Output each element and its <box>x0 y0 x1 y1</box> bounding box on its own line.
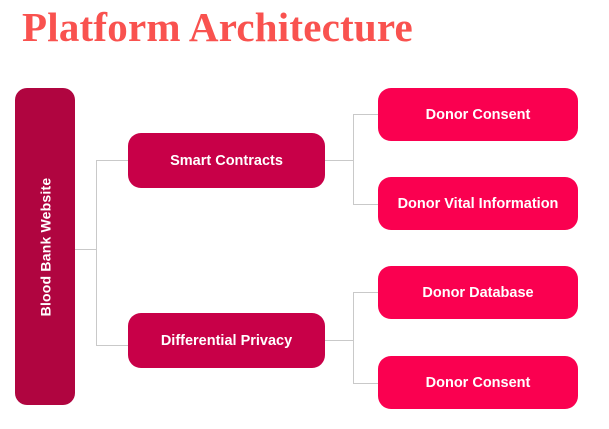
node-donor-vital-information[interactable]: Donor Vital Information <box>378 177 578 230</box>
node-donor-consent-smart-contracts-label: Donor Consent <box>425 106 531 123</box>
connector-root-spine <box>96 160 97 346</box>
connector-root-stem <box>75 249 97 250</box>
connector-smart-contracts-to-donor-vital-information <box>353 204 379 205</box>
node-smart-contracts[interactable]: Smart Contracts <box>128 133 325 188</box>
node-donor-database[interactable]: Donor Database <box>378 266 578 319</box>
connector-differential-privacy-to-donor-consent <box>353 383 379 384</box>
connector-root-to-differential-privacy <box>96 345 129 346</box>
connector-root-to-smart-contracts <box>96 160 129 161</box>
node-donor-consent-smart-contracts[interactable]: Donor Consent <box>378 88 578 141</box>
node-smart-contracts-label: Smart Contracts <box>170 152 283 169</box>
connector-differential-privacy-to-donor-database <box>353 292 379 293</box>
node-differential-privacy-label: Differential Privacy <box>160 332 293 349</box>
node-blood-bank-website-label: Blood Bank Website <box>37 177 54 316</box>
page-title: Platform Architecture <box>22 4 413 50</box>
connector-differential-privacy-stem <box>325 340 353 341</box>
node-donor-consent-differential-privacy-label: Donor Consent <box>425 374 531 391</box>
connector-differential-privacy-spine <box>353 292 354 383</box>
node-donor-database-label: Donor Database <box>422 284 534 301</box>
node-donor-consent-differential-privacy[interactable]: Donor Consent <box>378 356 578 409</box>
connector-smart-contracts-spine <box>353 114 354 204</box>
node-donor-vital-information-label: Donor Vital Information <box>397 195 559 212</box>
node-blood-bank-website[interactable]: Blood Bank Website <box>15 88 75 405</box>
node-differential-privacy[interactable]: Differential Privacy <box>128 313 325 368</box>
connector-smart-contracts-stem <box>325 160 353 161</box>
connector-smart-contracts-to-donor-consent <box>353 114 379 115</box>
